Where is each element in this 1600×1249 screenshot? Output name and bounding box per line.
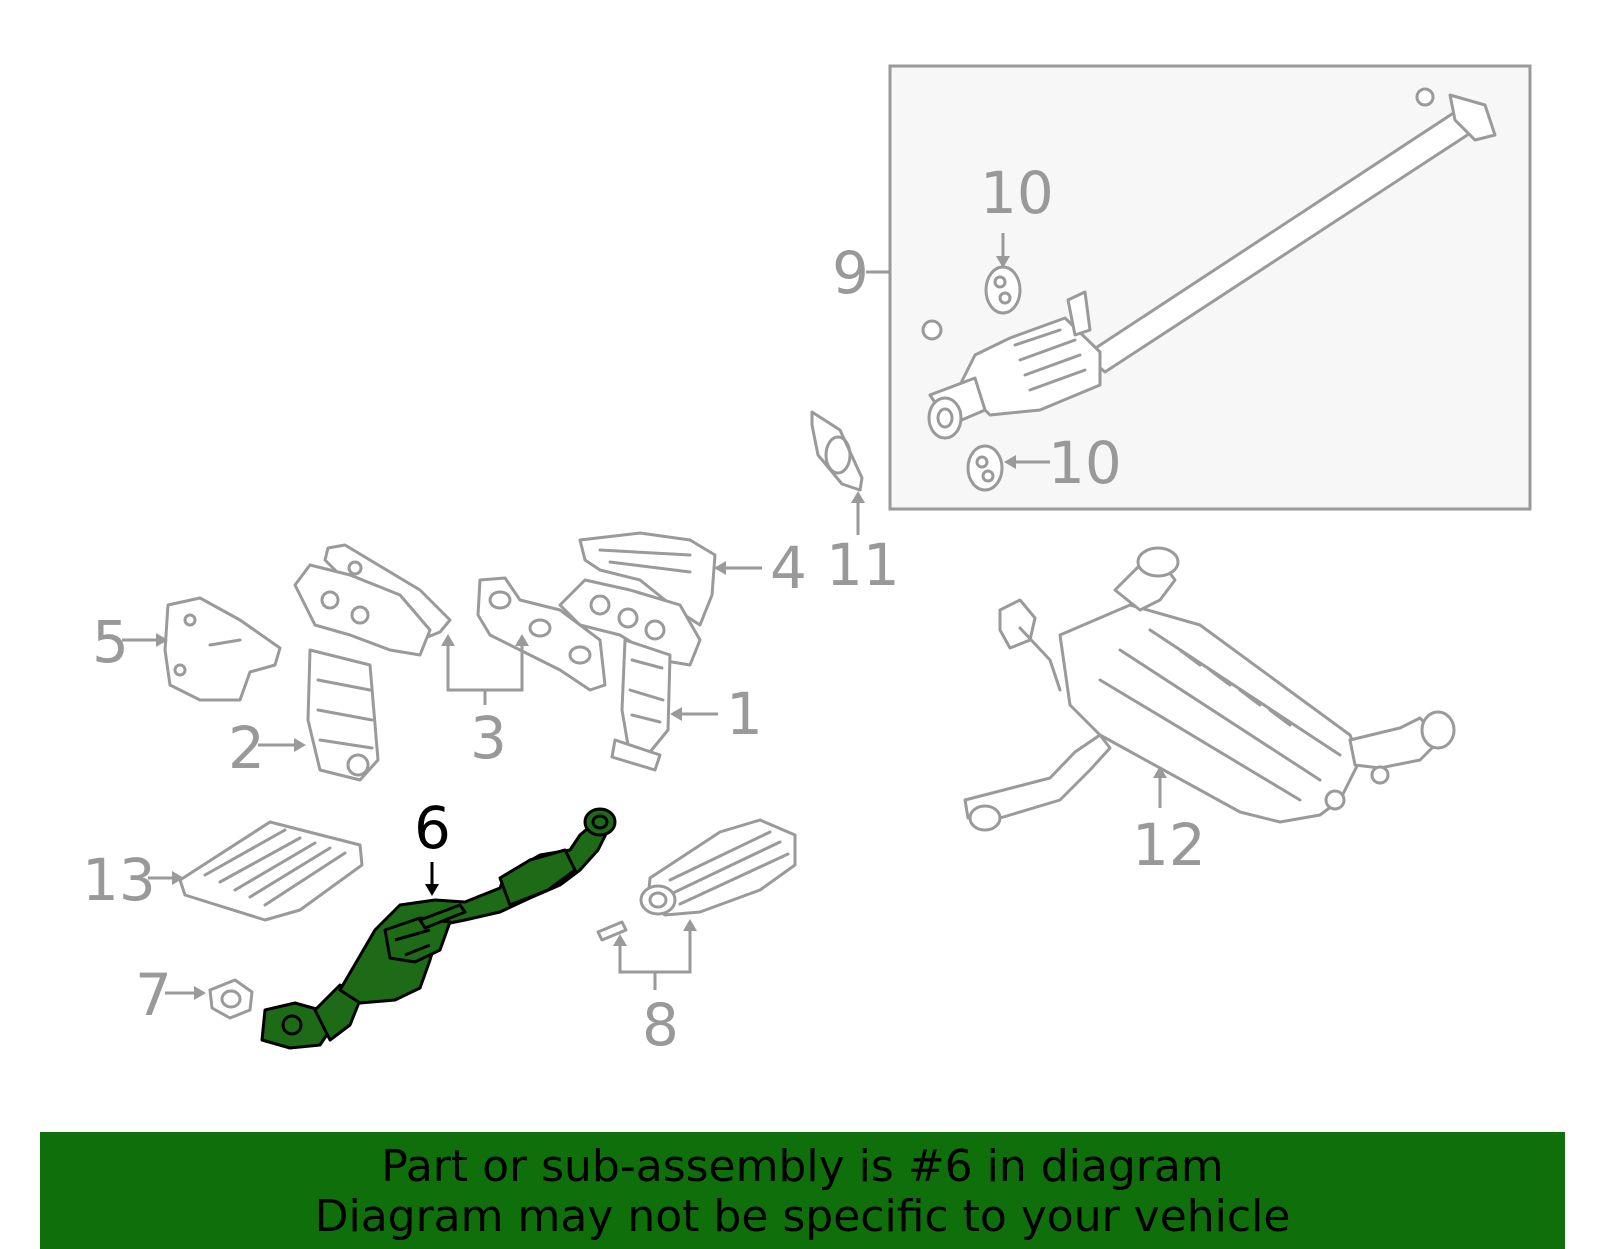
callout-9[interactable]: 9: [832, 239, 869, 307]
part-11-gasket: [810, 410, 864, 492]
callout-11[interactable]: 11: [826, 531, 900, 599]
callout-10-upper[interactable]: 10: [980, 159, 1054, 227]
part-3-manifold-gasket-right: [476, 576, 607, 692]
part-13-heat-plate: [178, 820, 364, 922]
callout-12[interactable]: 12: [1132, 811, 1206, 879]
callout-10-lower[interactable]: 10: [1048, 429, 1122, 497]
part-8-converter: [596, 818, 797, 942]
callout-1[interactable]: 1: [726, 680, 763, 748]
part-4-heat-shield: [578, 531, 717, 627]
banner-line-1: Part or sub-assembly is #6 in diagram: [381, 1141, 1224, 1192]
part-5-heat-shield: [163, 596, 282, 702]
callout-5[interactable]: 5: [92, 608, 129, 676]
part-10-hanger-lower: [966, 444, 1004, 492]
part-6-y-pipe-highlighted[interactable]: [260, 807, 617, 1050]
callout-13[interactable]: 13: [82, 846, 156, 914]
banner-line-2: Diagram may not be specific to your vehi…: [314, 1191, 1291, 1242]
callout-2[interactable]: 2: [228, 714, 265, 782]
part-10-hanger-upper: [984, 265, 1022, 315]
part-12-muffler: [963, 546, 1456, 832]
part-7-gasket: [208, 978, 254, 1020]
part-2-manifold-converter: [293, 563, 432, 782]
part-9-front-pipe: [921, 87, 1497, 440]
callout-7[interactable]: 7: [135, 961, 172, 1029]
callout-3[interactable]: 3: [470, 704, 507, 772]
callout-8[interactable]: 8: [642, 991, 679, 1059]
info-banner: Part or sub-assembly is #6 in diagram Di…: [40, 1132, 1565, 1249]
part-1-manifold-converter: [558, 578, 702, 772]
callout-6[interactable]: 6: [414, 794, 451, 862]
callout-4[interactable]: 4: [770, 534, 807, 602]
